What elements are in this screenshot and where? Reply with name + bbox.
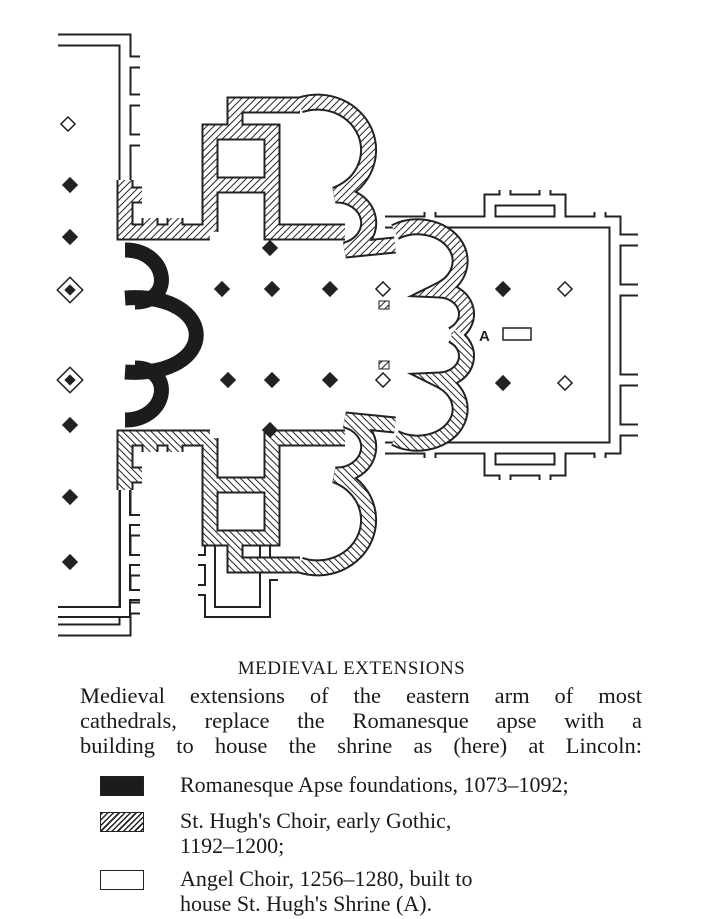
- legend-label: Romanesque Apse foundations, 1073–1092;: [180, 772, 569, 797]
- angel-choir-walls: [58, 40, 638, 630]
- pier: [261, 421, 279, 439]
- pier: [378, 360, 390, 370]
- pier: [374, 280, 392, 298]
- pier: [556, 374, 574, 392]
- legend-label: St. Hugh's Choir, early Gothic, 1192–120…: [180, 808, 452, 858]
- pier: [494, 280, 512, 298]
- south-annex-walls: [58, 490, 278, 618]
- pier: [61, 488, 79, 506]
- cathedral-plan: A: [0, 0, 703, 640]
- pier: [261, 239, 279, 257]
- caption-text: Medieval extensions of the eastern arm o…: [80, 683, 642, 758]
- caption-line: building to house the shrine as (here) a…: [80, 733, 642, 758]
- pier: [219, 371, 237, 389]
- pier: [378, 300, 390, 310]
- pier: [61, 553, 79, 571]
- pier: [263, 371, 281, 389]
- pier: [61, 228, 79, 246]
- pier: [59, 115, 77, 133]
- pier: [213, 280, 231, 298]
- pier: [321, 280, 339, 298]
- shrine-label: A: [479, 328, 490, 345]
- open-swatch: [100, 870, 144, 890]
- pier: [374, 371, 392, 389]
- caption-line: cathedrals, replace the Romanesque apse …: [80, 708, 642, 733]
- romanesque-apse: [124, 242, 204, 428]
- legend-item-romanesque: Romanesque Apse foundations, 1073–1092;: [100, 772, 650, 797]
- st-hughs-choir-walls: [125, 102, 467, 568]
- legend-item-angel-choir: Angel Choir, 1256–1280, built to house S…: [100, 866, 500, 916]
- piers: [56, 115, 574, 571]
- pier: [61, 176, 79, 194]
- pier: [61, 416, 79, 434]
- caption-title: MEDIEVAL EXTENSIONS: [237, 658, 466, 679]
- pier: [321, 371, 339, 389]
- pier: [263, 280, 281, 298]
- pier: [556, 280, 574, 298]
- caption-line: Medieval extensions of the eastern arm o…: [80, 683, 642, 708]
- legend-label: Angel Choir, 1256–1280, built to house S…: [180, 866, 473, 916]
- solid-black-swatch: [100, 776, 144, 796]
- pier: [494, 374, 512, 392]
- shrine-marker: [502, 327, 532, 341]
- legend-item-st-hugh: St. Hugh's Choir, early Gothic, 1192–120…: [100, 808, 480, 858]
- hatched-swatch: [100, 812, 144, 832]
